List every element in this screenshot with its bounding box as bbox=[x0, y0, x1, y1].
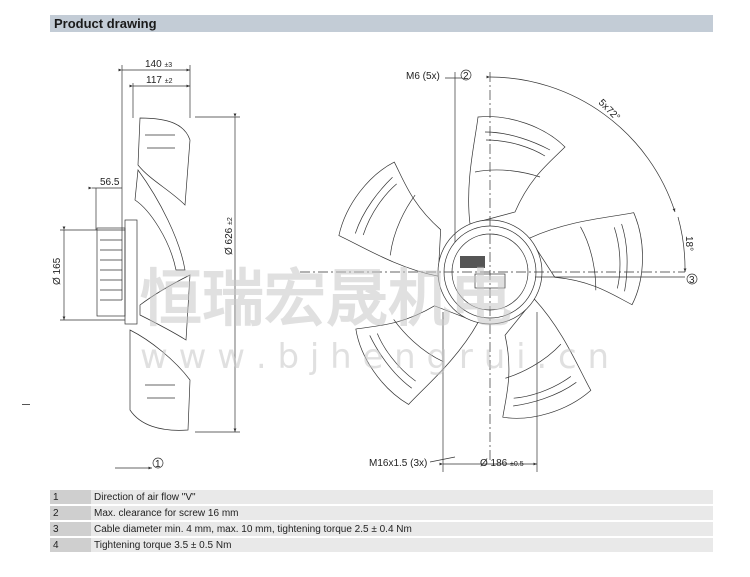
margin-mark bbox=[22, 404, 30, 405]
side-view bbox=[60, 65, 240, 470]
row-number: 2 bbox=[50, 506, 91, 520]
section-title: Product drawing bbox=[54, 16, 157, 31]
dim-flange-dia: Ø 186 ±0.5 bbox=[480, 458, 524, 469]
watermark-url: w w w . b j h e n g r u i . c n bbox=[140, 337, 609, 377]
dim-hub-dia: Ø 165 bbox=[52, 257, 63, 285]
front-view bbox=[300, 72, 687, 472]
row-text: Max. clearance for screw 16 mm bbox=[91, 506, 713, 520]
dim-angle-pitch: 5x72° bbox=[596, 97, 622, 123]
dim-angle-offset: 18° bbox=[683, 236, 694, 251]
row-number: 4 bbox=[50, 538, 91, 552]
callout-1: 1 bbox=[155, 459, 161, 470]
dim-blade-dia: Ø 626 ±2 bbox=[224, 217, 235, 255]
row-text: Tightening torque 3.5 ± 0.5 Nm bbox=[91, 538, 713, 552]
callout-2: 2 bbox=[463, 71, 469, 82]
dim-offset: 56.5 bbox=[100, 177, 120, 188]
callout-3: 3 bbox=[689, 275, 695, 286]
row-text: Direction of air flow "V" bbox=[91, 490, 713, 504]
dim-m16: M16x1.5 (3x) bbox=[369, 458, 427, 469]
dim-depth-total: 140 ±3 bbox=[145, 59, 172, 70]
watermark-cn: 恒瑞宏晟机电 bbox=[140, 262, 512, 335]
row-number: 3 bbox=[50, 522, 91, 536]
dim-m6: M6 (5x) bbox=[406, 71, 440, 82]
row-number: 1 bbox=[50, 490, 91, 504]
section-header: Product drawing bbox=[50, 15, 713, 32]
dim-depth-blade: 117 ±2 bbox=[146, 75, 173, 86]
row-text: Cable diameter min. 4 mm, max. 10 mm, ti… bbox=[91, 522, 713, 536]
